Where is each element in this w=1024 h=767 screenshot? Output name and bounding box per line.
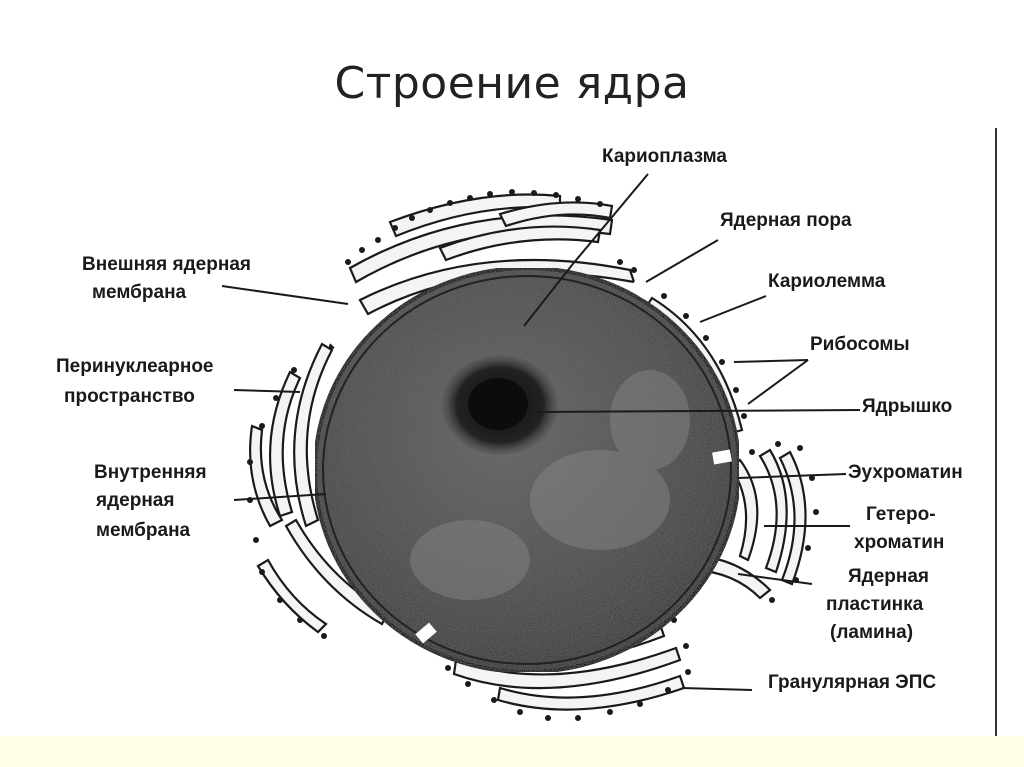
bottom-band [0, 736, 1024, 767]
label-granulyarnaya-eps: Гранулярная ЭПС [768, 672, 936, 693]
leader-ribosomy-2 [748, 360, 808, 404]
label-vneshnyaya-line2: мембрана [92, 282, 187, 303]
label-yadernaya-plastinka-line3: (ламина) [830, 622, 913, 643]
label-perinuklearnoe-line2: пространство [64, 386, 195, 407]
label-yadernaya-pora: Ядерная пора [720, 210, 852, 231]
label-vnutrennyaya-line2: ядерная [95, 490, 174, 511]
leader-granulyarnaya-eps [682, 688, 752, 690]
label-yadernaya-plastinka-line2: пластинка [826, 594, 924, 615]
label-perinuklearnoe-line1: Перинуклеарное [56, 356, 214, 377]
label-vneshnyaya-line1: Внешняя ядерная [82, 254, 251, 275]
label-euhromatin: Эухроматин [848, 462, 963, 483]
label-kariolemma: Кариолемма [768, 271, 886, 292]
label-vnutrennyaya-line1: Внутренняя [94, 462, 207, 483]
nucleolus-core [468, 378, 528, 430]
label-yadryshko: Ядрышко [862, 396, 952, 417]
label-vnutrennyaya-line3: мембрана [96, 520, 191, 541]
label-geterohromatin-line1: Гетеро- [866, 504, 936, 525]
er-right-3 [760, 450, 787, 572]
leader-ribosomy-1 [734, 360, 808, 362]
label-yadernaya-plastinka-line1: Ядерная [848, 566, 929, 587]
label-ribosomy: Рибосомы [810, 334, 910, 355]
leader-vneshnyaya [222, 286, 348, 304]
leader-kariolemma [700, 296, 766, 322]
nucleus [315, 268, 739, 672]
label-geterohromatin-line2: хроматин [854, 532, 944, 553]
leader-yadernaya-pora [646, 240, 718, 282]
label-karioplazma: Кариоплазма [602, 146, 727, 167]
